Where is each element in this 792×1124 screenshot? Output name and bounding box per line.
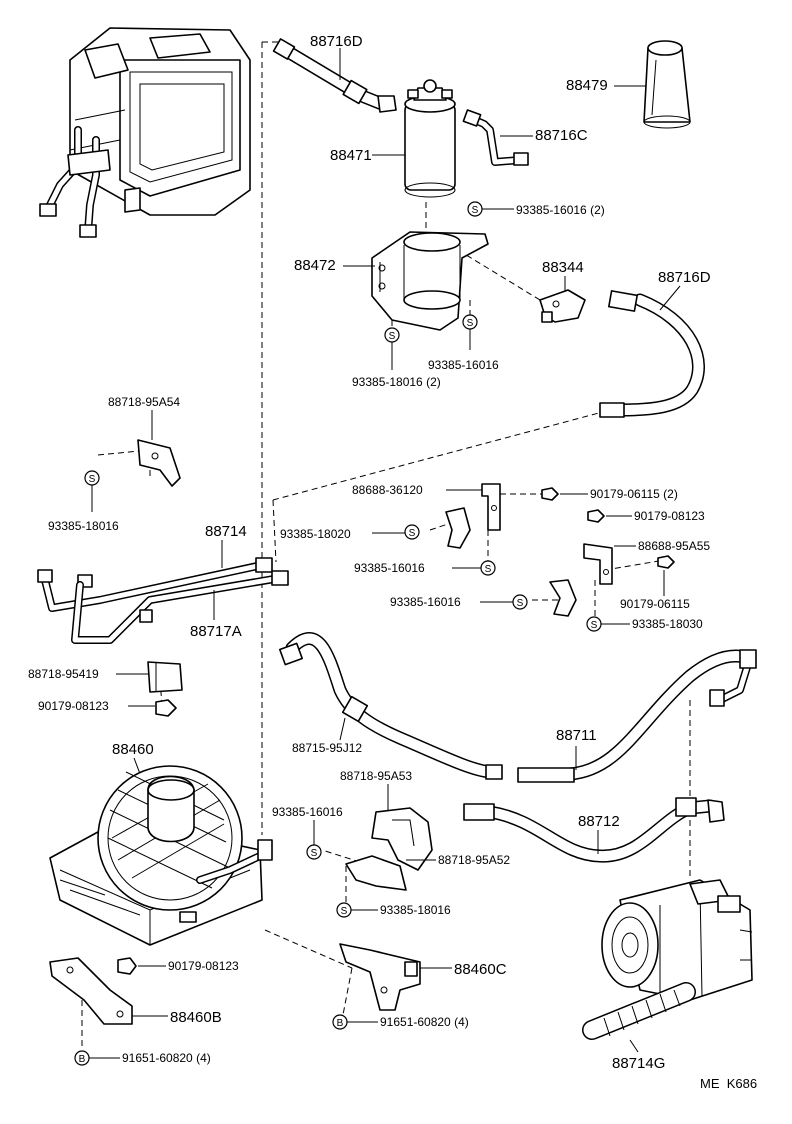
receiver-drier [404,79,456,198]
label-93385-16016-d: 93385-16016 [272,805,343,819]
hose-88716D-top [272,38,397,113]
screw-symbol: S [84,470,100,486]
label-93385-18030: 93385-18030 [632,617,703,631]
label-93385-16016-2: 93385-16016 (2) [516,203,605,217]
nut-90179-06115 [657,555,675,569]
clamp-b [549,579,577,617]
label-90179-08123-b: 90179-08123 [634,509,705,523]
condenser-fan-assembly [49,765,273,946]
bracket-88688-95A55 [583,543,613,585]
screw-symbol: S [467,201,483,217]
label-88688-95A55: 88688-95A55 [638,539,710,553]
label-93385-18020: 93385-18020 [280,527,351,541]
drier-cover [643,40,691,129]
label-88479: 88479 [566,77,608,94]
label-93385-16016-c: 93385-16016 [390,595,461,609]
label-88472: 88472 [294,257,336,274]
label-91651-60820-b: 91651-60820 (4) [380,1015,469,1029]
svg-text:S: S [472,205,479,216]
label-88716D-top: 88716D [310,33,363,50]
label-88714: 88714 [205,523,247,540]
bracket-88718-95A54 [137,439,181,487]
label-93385-18016-2: 93385-18016 (2) [352,375,441,389]
label-93385-18016-a: 93385-18016 [48,519,119,533]
svg-text:B: B [337,1018,344,1029]
label-88718-95A53: 88718-95A53 [340,769,412,783]
svg-text:S: S [311,848,318,859]
label-88716C: 88716C [535,127,588,144]
pipe-88716C [462,109,529,166]
label-88344: 88344 [542,259,584,276]
label-88718-95A54: 88718-95A54 [108,395,180,409]
bracket-88718-95A53 [371,807,433,871]
svg-text:B: B [79,1054,86,1065]
label-93385-16016-b: 93385-16016 [354,561,425,575]
svg-text:S: S [591,620,598,631]
pipe-88717A [71,570,289,644]
label-88715-95J12: 88715-95J12 [292,741,362,755]
svg-text:S: S [409,528,416,539]
label-90179-06115-2: 90179-06115 (2) [590,487,678,501]
screw-symbol: S [336,902,352,918]
hose-88716D-right [599,290,705,418]
label-88460: 88460 [112,741,154,758]
clamp-a [445,507,471,549]
label-88716D-right: 88716D [658,269,711,286]
svg-text:S: S [341,906,348,917]
nut-90179-08123-b [587,509,605,523]
label-90179-08123-c: 90179-08123 [168,959,239,973]
bolt-symbol: B [332,1014,348,1030]
hose-88711 [517,649,757,783]
label-93385-16016-a: 93385-16016 [428,358,499,372]
label-88471: 88471 [330,147,372,164]
label-88714G: 88714G [612,1055,665,1072]
hose-88714G [582,982,696,1040]
label-88688-36120: 88688-36120 [352,483,423,497]
label-90179-08123-a: 90179-08123 [38,699,109,713]
bracket-88718-95419 [147,661,183,693]
screw-symbol: S [404,524,420,540]
label-88712: 88712 [578,813,620,830]
bracket-88344 [539,289,586,323]
nut-90179-08123-a [155,699,177,717]
svg-text:S: S [389,331,396,342]
bracket-88460C [339,943,421,1011]
hose-88712 [463,797,725,863]
drier-bracket [371,231,489,331]
bracket-88460B [49,957,133,1025]
evaporator-unit [39,27,251,238]
screw-symbol: S [480,560,496,576]
bracket-88718-95A52 [345,855,407,891]
bolt-symbol: B [74,1050,90,1066]
label-88460B: 88460B [170,1009,222,1026]
hose-88715-95J12 [279,632,503,780]
label-88460C: 88460C [454,961,507,978]
label-88717A: 88717A [190,623,242,640]
svg-text:S: S [517,598,524,609]
label-90179-06115: 90179-06115 [620,597,690,611]
screw-symbol: S [384,327,400,343]
screw-symbol: S [462,314,478,330]
nut-90179-06115-2 [541,487,559,501]
label-88718-95A52: 88718-95A52 [438,853,510,867]
nut-90179-08123-c [117,957,137,975]
compressor [601,879,753,1001]
screw-symbol: S [586,616,602,632]
bracket-88688-36120 [481,483,501,531]
svg-text:S: S [467,318,474,329]
svg-text:S: S [485,564,492,575]
label-91651-60820-a: 91651-60820 (4) [122,1051,211,1065]
screw-symbol: S [512,594,528,610]
screw-symbol: S [306,844,322,860]
label-88718-95419: 88718-95419 [28,667,99,681]
diagram-code: ME K686 [700,1076,757,1091]
label-88711: 88711 [556,727,597,744]
svg-text:S: S [89,474,96,485]
label-93385-18016-b: 93385-18016 [380,903,451,917]
